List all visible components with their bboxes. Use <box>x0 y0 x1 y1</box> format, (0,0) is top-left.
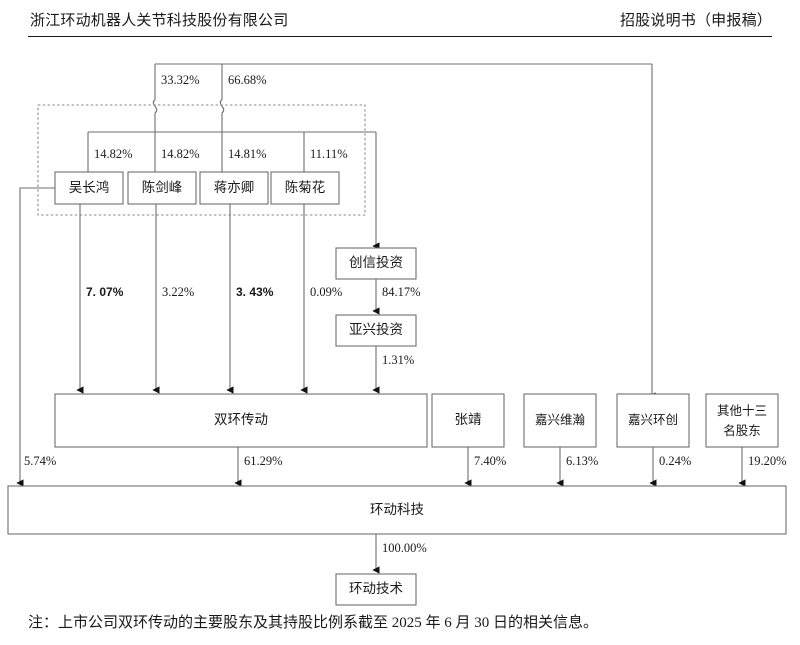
header-document-type: 招股说明书（申报稿） <box>619 13 772 29</box>
label-pct-024: 0.24% <box>659 454 691 468</box>
label-pct-009: 0.09% <box>310 285 342 299</box>
label-pct-3332: 33.32% <box>161 73 200 87</box>
branch-6668-jump <box>219 99 225 132</box>
diagram-canvas: 33.32% 66.68% 14.82% 14.82% 14.81% 11.11… <box>7 63 787 606</box>
header-divider <box>28 36 772 37</box>
node-jiaxingweihan[interactable] <box>523 393 597 448</box>
node-other-thirteen-shareholders[interactable] <box>705 393 779 448</box>
node-jiangyiqing[interactable] <box>199 171 269 205</box>
label-pct-1482-a: 14.82% <box>94 147 133 161</box>
node-shuanghuan-chuandong[interactable] <box>54 393 428 448</box>
node-chenjuhua[interactable] <box>270 171 340 205</box>
header-company-name: 浙江环动机器人关节科技股份有限公司 <box>30 13 289 29</box>
node-chuangxin-investment[interactable] <box>335 247 417 280</box>
node-zhangjing-label: 张靖 <box>455 412 482 427</box>
node-huandong-jishu[interactable] <box>335 573 417 606</box>
label-pct-613: 6.13% <box>566 454 598 468</box>
label-pct-10000: 100.00% <box>382 541 427 555</box>
node-chuangxin-label: 创信投资 <box>349 255 403 270</box>
diagram-footnote: 注：上市公司双环传动的主要股东及其持股比例系截至 2025 年 6 月 30 日… <box>28 615 599 631</box>
page-header: 浙江环动机器人关节科技股份有限公司 招股说明书（申报稿） <box>0 0 800 42</box>
label-pct-131: 1.31% <box>382 353 414 367</box>
label-pct-8417: 84.17% <box>382 285 421 299</box>
ownership-structure-diagram: 33.32% 66.68% 14.82% 14.82% 14.81% 11.11… <box>0 42 800 607</box>
node-jiaxingweihan-label: 嘉兴维瀚 <box>535 412 586 427</box>
label-pct-322: 3.22% <box>162 285 194 299</box>
label-pct-6668: 66.68% <box>228 73 267 87</box>
label-pct-1920: 19.20% <box>748 454 787 468</box>
node-chenjuhua-label: 陈菊花 <box>285 179 326 195</box>
node-jiaxinghuanchuang-label: 嘉兴环创 <box>628 413 678 427</box>
label-pct-740: 7.40% <box>474 454 506 468</box>
node-wuchanghong[interactable] <box>54 171 124 205</box>
concert-party-dashed-group <box>37 104 366 216</box>
node-chenjianfeng-label: 陈剑峰 <box>142 179 183 195</box>
label-pct-707: 7. 07% <box>86 285 124 299</box>
node-yaxing-label: 亚兴投资 <box>349 322 403 337</box>
node-wuchanghong-label: 吴长鸿 <box>69 179 110 195</box>
label-pct-1111: 11.11% <box>310 147 348 161</box>
node-other-shareholders-line2: 名股东 <box>723 423 761 438</box>
node-huandong-keji[interactable] <box>7 485 787 535</box>
node-huandong-jishu-label: 环动技术 <box>349 581 403 596</box>
label-pct-574: 5.74% <box>24 454 56 468</box>
node-other-shareholders-line1: 其他十三 <box>717 404 767 418</box>
label-pct-6129: 61.29% <box>244 454 283 468</box>
branch-3332-jump <box>152 99 158 132</box>
node-shuanghuan-label: 双环传动 <box>214 412 268 427</box>
label-pct-1481: 14.81% <box>228 147 267 161</box>
edge-wuchanghong-to-huandongkeji <box>16 187 55 487</box>
label-pct-343: 3. 43% <box>236 285 274 299</box>
node-zhangjing[interactable] <box>431 393 505 448</box>
node-jiaxinghuanchuang[interactable] <box>616 393 690 448</box>
label-pct-1482-b: 14.82% <box>161 147 200 161</box>
node-huandong-keji-label: 环动科技 <box>370 502 424 517</box>
node-jiangyiqing-label: 蒋亦卿 <box>214 180 255 195</box>
node-chenjianfeng[interactable] <box>127 171 197 205</box>
